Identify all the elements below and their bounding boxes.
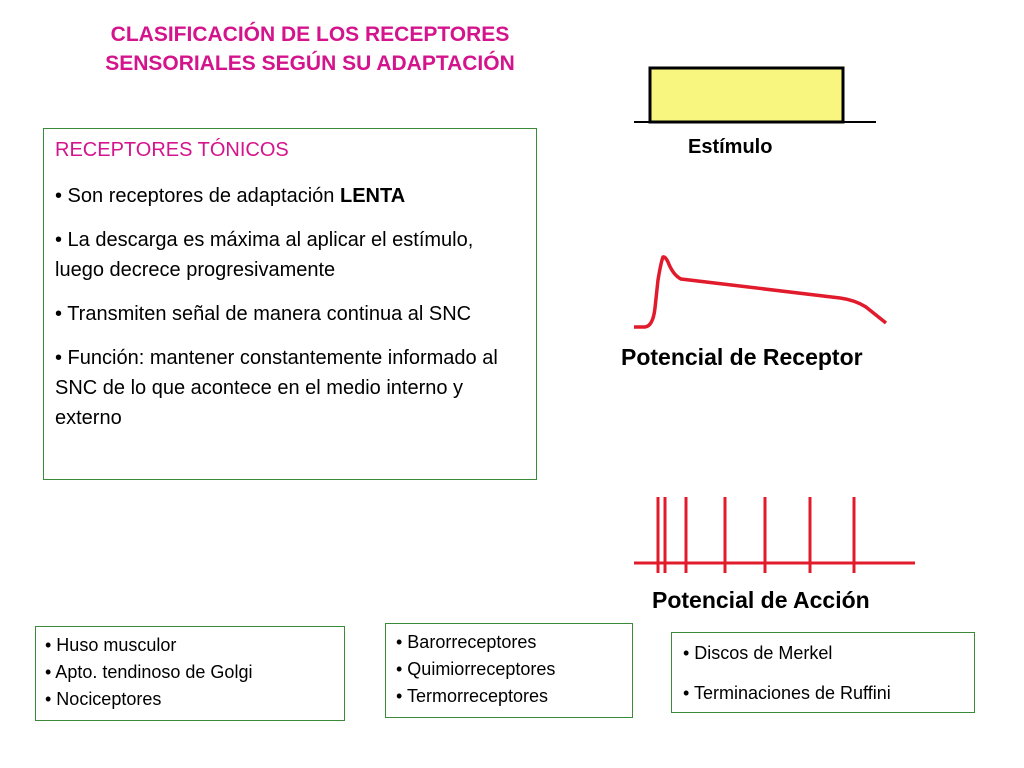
examples-box-3: • Discos de Merkel • Terminaciones de Ru… [671,632,975,713]
bullet-adaptation-text: • Son receptores de adaptación [55,185,340,207]
bullet-adaptation-bold: LENTA [339,185,406,207]
bullet-adaptation: • Son receptores de adaptación LENTA [55,181,526,211]
example-item: • Quimiorreceptores [396,659,556,679]
title-line-1: CLASIFICACIÓN DE LOS RECEPTORES [110,23,510,46]
bullet-discharge: • La descarga es máxima al aplicar el es… [55,229,474,281]
example-item: • Barorreceptores [396,632,537,652]
example-item: • Terminaciones de Ruffini [683,683,891,703]
receptor-potential-label: Potencial de Receptor [621,344,863,370]
tonic-receptors-heading: RECEPTORES TÓNICOS [55,139,289,161]
stimulus-pulse [648,66,845,124]
example-item: • Nociceptores [45,689,162,709]
title-line-2: SENSORIALES SEGÚN SU ADAPTACIÓN [105,52,515,75]
example-item: • Apto. tendinoso de Golgi [45,662,253,682]
examples-box-1: • Huso musculor • Apto. tendinoso de Gol… [35,626,345,721]
bullet-transmission: • Transmiten señal de manera continua al… [55,303,472,325]
examples-box-2: • Barorreceptores • Quimiorreceptores • … [385,623,633,718]
stimulus-label: Estímulo [688,136,773,158]
tonic-receptors-box: RECEPTORES TÓNICOS • Son receptores de a… [43,128,537,480]
example-item: • Discos de Merkel [683,643,833,663]
bullet-function: • Función: mantener constantemente infor… [55,347,498,429]
action-potential-figure [634,497,915,573]
action-potential-label: Potencial de Acción [652,587,870,613]
example-item: • Huso musculor [45,635,177,655]
page-title: CLASIFICACIÓN DE LOS RECEPTORES SENSORIA… [40,20,580,78]
example-item: • Termorreceptores [396,686,549,706]
receptor-potential-curve [634,255,888,329]
stimulus-figure [634,66,876,124]
